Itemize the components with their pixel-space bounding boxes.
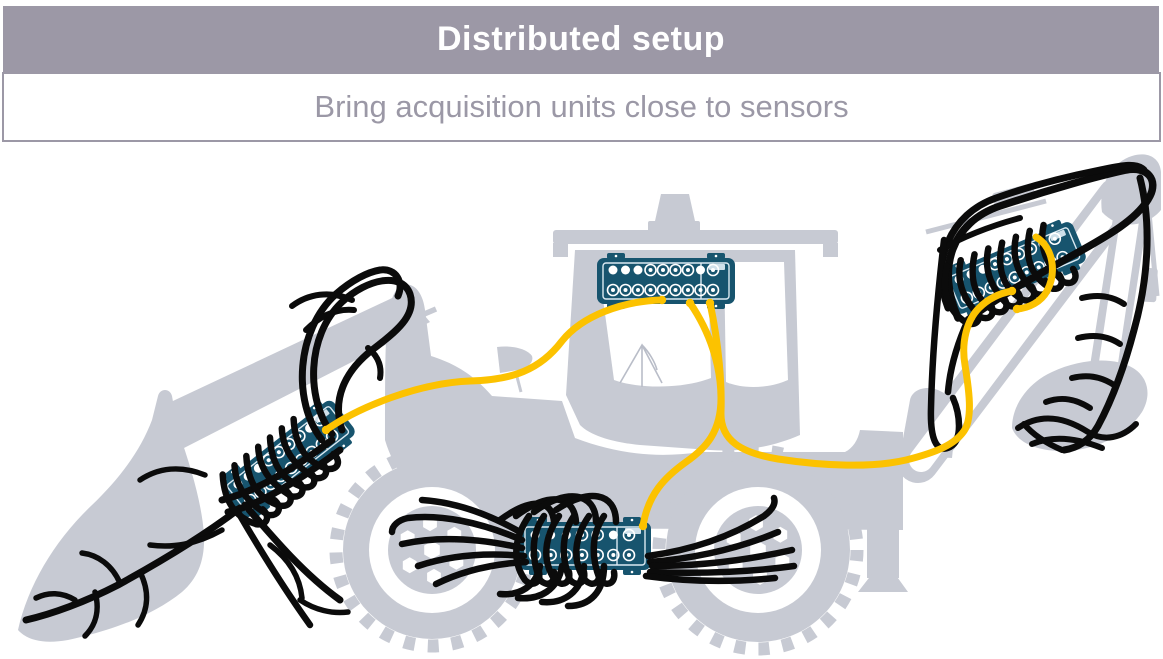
connector-port	[706, 283, 720, 297]
cab-window-right	[724, 262, 788, 387]
connector-port	[607, 548, 620, 562]
sync-cables	[321, 233, 1056, 531]
sync-cable-roof-to-chassis	[639, 299, 725, 530]
page-title: Distributed setup	[436, 19, 726, 58]
front-bucket	[18, 390, 205, 642]
connector-port	[681, 263, 695, 277]
coil-loop	[590, 512, 618, 587]
boom-inner	[909, 190, 1126, 472]
connector-port	[619, 283, 632, 297]
exhaust-stack	[655, 194, 695, 221]
connector-port	[669, 283, 682, 297]
title-bar: Distributed setup	[3, 6, 1159, 72]
sync-port-dot	[657, 295, 667, 305]
connector-port	[621, 265, 630, 275]
connector-port	[608, 265, 618, 275]
boom-hydraulic-rod	[925, 198, 1047, 235]
sync-port-dot	[1012, 304, 1022, 314]
connector-port	[696, 265, 705, 275]
connector-port	[656, 283, 670, 297]
sensor-bundle-left	[22, 266, 415, 639]
connector-port	[694, 283, 707, 297]
sensor-bundle-bottom	[388, 492, 798, 610]
connector-port	[606, 283, 620, 297]
sync-port-dot	[321, 425, 331, 435]
sync-cable-backhoe-loop	[1013, 233, 1056, 313]
mirror	[497, 346, 533, 373]
loader-arm	[158, 292, 430, 448]
sync-port-dot	[638, 521, 648, 531]
sync-cable-loader-to-roof	[322, 296, 666, 434]
connector-port	[656, 263, 670, 277]
sensor-cables	[22, 161, 1157, 639]
connector-port	[622, 548, 636, 562]
connector-port	[669, 263, 682, 277]
connector-port	[631, 283, 645, 297]
daq-unit-loader-arm-coils	[219, 415, 342, 528]
connector-port	[644, 263, 657, 277]
daq-unit-chassis-coils	[513, 512, 618, 587]
sync-port-dot	[705, 298, 715, 308]
subtitle-bar: Bring acquisition units close to sensors	[2, 72, 1161, 142]
steering-hint	[619, 343, 663, 387]
connector-port	[1048, 232, 1062, 246]
sync-cable-connectors	[321, 286, 1022, 531]
connector-port	[681, 283, 695, 297]
stabilizer-foot	[858, 574, 908, 592]
distributed-setup-illustration	[18, 154, 1161, 656]
roof-cap-left	[553, 243, 568, 257]
sync-port-dot	[1007, 286, 1017, 296]
sync-port-dot	[685, 298, 695, 308]
connector-port	[608, 530, 618, 540]
page-subtitle: Bring acquisition units close to sensors	[314, 89, 849, 124]
exhaust-base	[648, 221, 700, 233]
connector-port	[706, 263, 720, 277]
roof-cap-right	[823, 243, 838, 257]
sync-cable-roof-to-backhoe	[706, 287, 1016, 469]
roof-bar	[553, 230, 838, 244]
connector-port	[622, 528, 636, 542]
connector-port	[644, 283, 657, 297]
coil-loop	[290, 415, 342, 473]
connector-port	[633, 265, 643, 275]
